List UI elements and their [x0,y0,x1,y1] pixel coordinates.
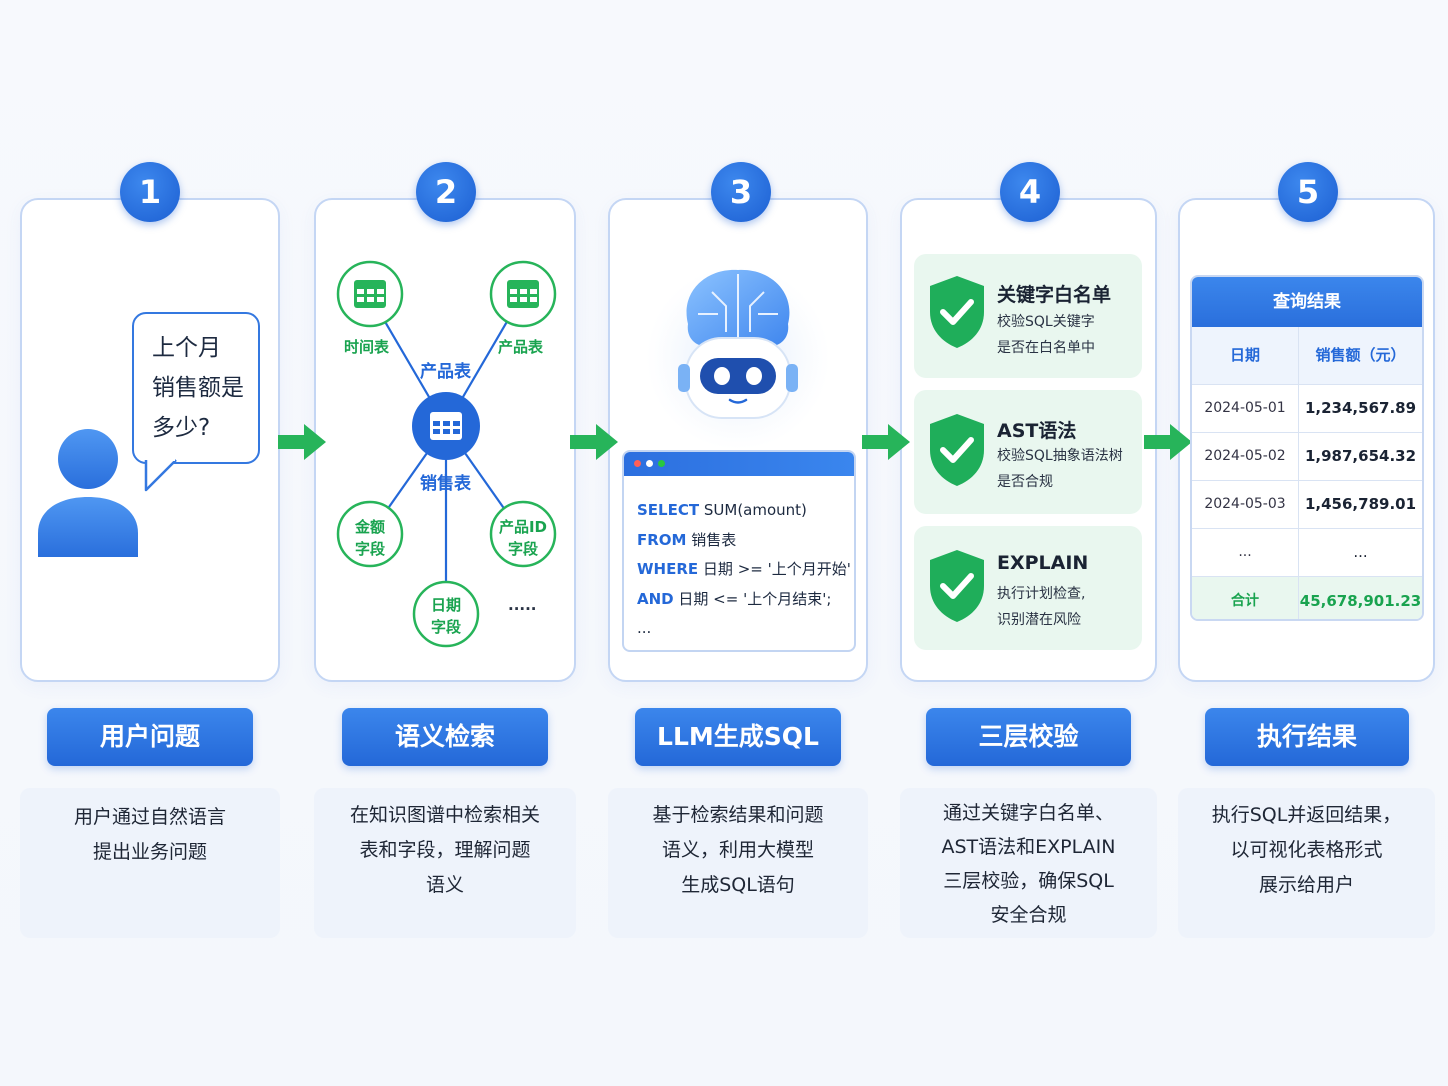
check-title: 关键字白名单 [997,284,1112,306]
step-title-1: 用户问题 [47,708,253,766]
sql-line-3: WHERE 日期 >= '上个月开始' [637,560,851,578]
step-number-5: 5 [1278,162,1338,222]
check-desc: 执行计划检查,识别潜在风险 [997,586,1086,628]
step-title-5: 执行结果 [1205,708,1409,766]
table-total-row: 合计 45,678,901.23 [1192,576,1422,619]
table-icon [430,412,462,440]
code-window-titlebar [624,452,854,476]
step-desc-1: 用户通过自然语言提出业务问题 [20,788,280,938]
table-header-row: 日期 销售额（元） [1192,327,1422,384]
step-number-3: 3 [711,162,771,222]
table-row: ... ... [1192,528,1422,576]
table-icon [354,280,386,308]
user-icon [38,429,138,557]
arrow-right-icon [278,424,326,460]
more-nodes-ellipsis: ····· [508,600,537,618]
bubble-tail [144,458,177,492]
arrow-right-icon [1144,424,1192,460]
node-amount-field: 金额字段 [354,518,385,558]
sql-code: SELECT SUM(amount) FROM 销售表 WHERE 日期 >= … [624,476,854,644]
edge-label-product: 产品表 [420,362,471,382]
node-date-field: 日期字段 [430,596,461,636]
step-desc-3: 基于检索结果和问题语义，利用大模型生成SQL语句 [608,788,868,938]
check-title: EXPLAIN [997,552,1089,574]
check-title: AST语法 [997,420,1077,442]
shield-check-icon [930,276,984,348]
step-desc-2: 在知识图谱中检索相关表和字段，理解问题语义 [314,788,576,938]
robot-brain-icon [646,266,830,448]
question-line-3: 多少? [152,415,211,441]
arrow-right-icon [862,424,910,460]
step-title-3: LLM生成SQL [635,708,841,766]
step-number-4: 4 [1000,162,1060,222]
arrow-right-icon [570,424,618,460]
check-ast-syntax: AST语法 校验SQL抽象语法树是否合规 [914,390,1142,514]
node-time-table: 时间表 [344,338,390,356]
check-keyword-whitelist: 关键字白名单 校验SQL关键字是否在白名单中 [914,254,1142,378]
sql-line-5: ... [637,619,652,637]
question-line-2: 销售额是 [152,375,244,401]
column-header-date: 日期 [1192,327,1299,384]
step-title-4: 三层校验 [926,708,1131,766]
result-table-title: 查询结果 [1192,277,1422,327]
table-row: 2024-05-02 1,987,654.32 [1192,432,1422,480]
question-line-1: 上个月 [152,335,221,361]
check-explain: EXPLAIN 执行计划检查,识别潜在风险 [914,526,1142,650]
sql-line-1: SELECT SUM(amount) [637,501,807,519]
table-icon [507,280,539,308]
table-row: 2024-05-03 1,456,789.01 [1192,480,1422,528]
column-header-amount: 销售额（元） [1315,346,1406,364]
shield-check-icon [930,414,984,486]
step-number-2: 2 [416,162,476,222]
node-product-table: 产品表 [498,338,544,356]
shield-check-icon [930,550,984,622]
sql-line-4: AND 日期 <= '上个月结束'; [637,589,832,608]
center-node-label: 销售表 [420,474,471,494]
table-row: 2024-05-01 1,234,567.89 [1192,384,1422,432]
check-desc: 校验SQL关键字是否在白名单中 [997,314,1095,356]
step-title-2: 语义检索 [342,708,548,766]
knowledge-graph [336,260,557,648]
check-desc: 校验SQL抽象语法树是否合规 [997,448,1123,490]
sql-line-2: FROM 销售表 [637,530,737,549]
sql-code-window: SELECT SUM(amount) FROM 销售表 WHERE 日期 >= … [622,450,856,652]
step-desc-5: 执行SQL并返回结果，以可视化表格形式展示给用户 [1178,788,1435,938]
result-table: 查询结果 日期 销售额（元） 2024-05-01 1,234,567.89 2… [1190,275,1424,621]
question-bubble: 上个月 销售额是 多少? [132,312,260,464]
step-number-1: 1 [120,162,180,222]
